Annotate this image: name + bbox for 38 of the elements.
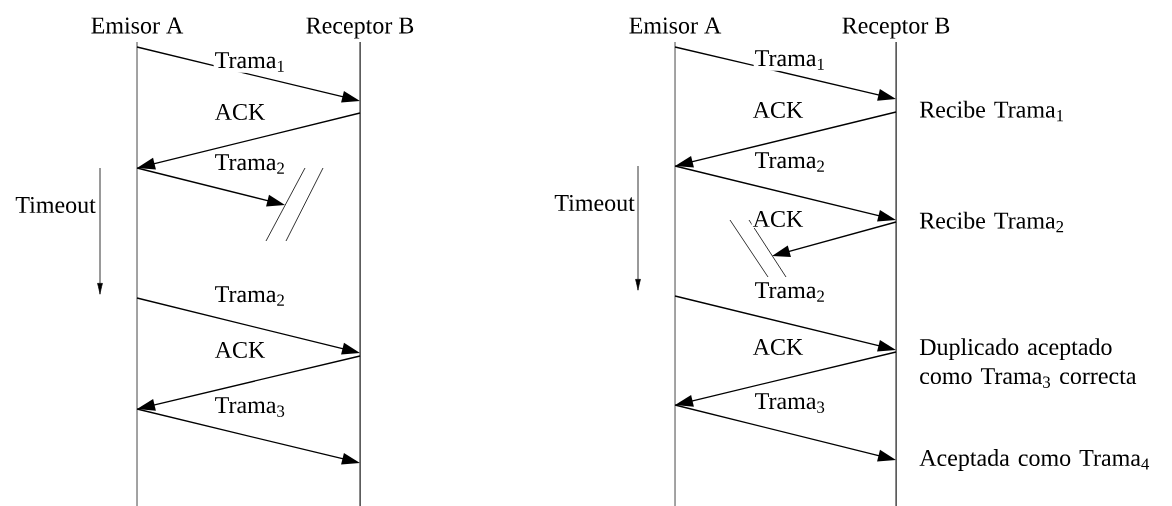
edge-label: Trama$_{2}$ (753, 151, 827, 173)
edge-label: ACK (213, 102, 267, 122)
edge-label: Trama$_{2}$ (753, 281, 827, 303)
lifeline-heading: Receptor B (842, 17, 950, 39)
edge-label: Trama$_{3}$ (213, 396, 287, 418)
lifeline-heading: Receptor B (306, 17, 414, 39)
lifeline (895, 41, 897, 506)
message-arrow (137, 355, 361, 411)
edge-label: Trama$_{2}$ (213, 285, 287, 307)
lifeline (359, 41, 361, 506)
lifeline-heading: Emisor A (629, 17, 722, 34)
timeout-label: Timeout (554, 194, 635, 212)
beside-text: Recibe Trama$_{2}$ (919, 211, 1064, 233)
edge-label: ACK (751, 209, 805, 229)
message-arrow (675, 351, 897, 407)
edge-label: ACK (213, 340, 267, 360)
edge-label: Trama$_{1}$ (753, 49, 827, 71)
edge-label: ACK (751, 100, 805, 120)
edge-label: Trama$_{2}$ (213, 153, 287, 175)
message-arrow (674, 295, 896, 352)
message-arrow (674, 165, 896, 222)
edge-label: ACK (751, 337, 805, 357)
message-arrow (136, 297, 360, 355)
beside-text: Recibe Trama$_{1}$ (919, 100, 1063, 122)
beside-text: Aceptada como Trama$_{4}$ (919, 449, 1150, 471)
message-arrow (674, 404, 896, 462)
message-arrow (136, 167, 285, 207)
message-arrow (675, 111, 897, 168)
edge-label: Trama$_{3}$ (753, 392, 827, 414)
beside-text: Duplicado aceptado como Trama$_{3}$ correcta (919, 338, 1137, 388)
message-arrow (136, 46, 360, 103)
lifeline-heading: Emisor A (91, 17, 184, 34)
timeout-label: Timeout (15, 196, 96, 214)
message-arrow (674, 46, 896, 101)
message-arrow (772, 221, 897, 258)
edge-label: Trama$_{1}$ (213, 51, 287, 73)
message-arrow (136, 408, 360, 465)
message-arrow (137, 112, 361, 170)
